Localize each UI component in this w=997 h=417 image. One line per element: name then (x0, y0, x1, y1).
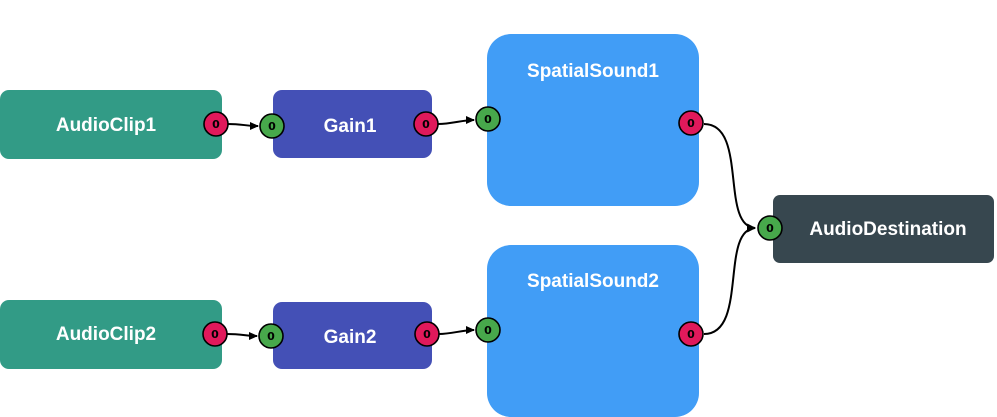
node-label: SpatialSound2 (527, 271, 659, 292)
input-port-gain1[interactable]: 0 (259, 113, 285, 139)
output-port-circle (678, 110, 704, 136)
node-label: Gain1 (324, 116, 377, 137)
output-port-spatialsound1[interactable]: 0 (678, 110, 704, 136)
node-body (487, 34, 699, 206)
edge-audioclip2-gain2 (226, 331, 258, 340)
output-port-circle (203, 111, 229, 137)
port-index: 0 (687, 117, 695, 130)
node-body (273, 302, 432, 369)
node-label: AudioClip1 (56, 115, 157, 136)
output-port-audioclip2[interactable]: 0 (202, 321, 228, 347)
output-port-circle (413, 111, 439, 137)
port-index: 0 (484, 113, 492, 126)
port-index: 0 (484, 324, 492, 337)
port-index: 0 (211, 328, 219, 341)
node-spatialsound2[interactable]: SpatialSound2 (487, 245, 699, 417)
edge-spatialsound2-audiodestination (703, 224, 756, 335)
output-port-circle (202, 321, 228, 347)
node-label: SpatialSound1 (527, 61, 659, 82)
port-index: 0 (267, 330, 275, 343)
port-index: 0 (422, 118, 430, 131)
output-port-spatialsound2[interactable]: 0 (678, 321, 704, 347)
input-port-circle (475, 106, 501, 132)
node-audioclip2[interactable]: AudioClip2 (0, 300, 222, 369)
node-audioclip1[interactable]: AudioClip1 (0, 90, 222, 159)
node-label: AudioClip2 (56, 324, 156, 345)
node-audiodestination[interactable]: AudioDestination (773, 195, 994, 263)
node-body (487, 245, 699, 417)
node-label: Gain2 (324, 327, 377, 348)
input-port-circle (259, 113, 285, 139)
port-index: 0 (766, 222, 774, 235)
input-port-circle (757, 215, 783, 241)
edge-gain2-spatialsound2 (438, 326, 475, 335)
input-port-circle (475, 317, 501, 343)
input-port-gain2[interactable]: 0 (258, 323, 284, 349)
port-index: 0 (423, 328, 431, 341)
edge-spatialsound1-audiodestination (703, 123, 756, 232)
input-port-circle (258, 323, 284, 349)
input-port-audiodestination[interactable]: 0 (757, 215, 783, 241)
edge-gain1-spatialsound1 (437, 116, 475, 125)
output-port-circle (414, 321, 440, 347)
node-spatialsound1[interactable]: SpatialSound1 (487, 34, 699, 206)
node-body (0, 90, 222, 159)
node-label: AudioDestination (809, 219, 966, 240)
port-index: 0 (687, 328, 695, 341)
port-index: 0 (268, 120, 276, 133)
node-body (773, 195, 994, 263)
node-gain2[interactable]: Gain2 (273, 302, 432, 369)
output-port-audioclip1[interactable]: 0 (203, 111, 229, 137)
edge-audioclip1-gain1 (227, 121, 259, 130)
input-port-spatialsound2[interactable]: 0 (475, 317, 501, 343)
node-body (273, 90, 432, 158)
output-port-gain1[interactable]: 0 (413, 111, 439, 137)
output-port-gain2[interactable]: 0 (414, 321, 440, 347)
node-body (0, 300, 222, 369)
output-port-circle (678, 321, 704, 347)
input-port-spatialsound1[interactable]: 0 (475, 106, 501, 132)
edges (226, 116, 756, 340)
port-index: 0 (212, 118, 220, 131)
node-gain1[interactable]: Gain1 (273, 90, 432, 158)
